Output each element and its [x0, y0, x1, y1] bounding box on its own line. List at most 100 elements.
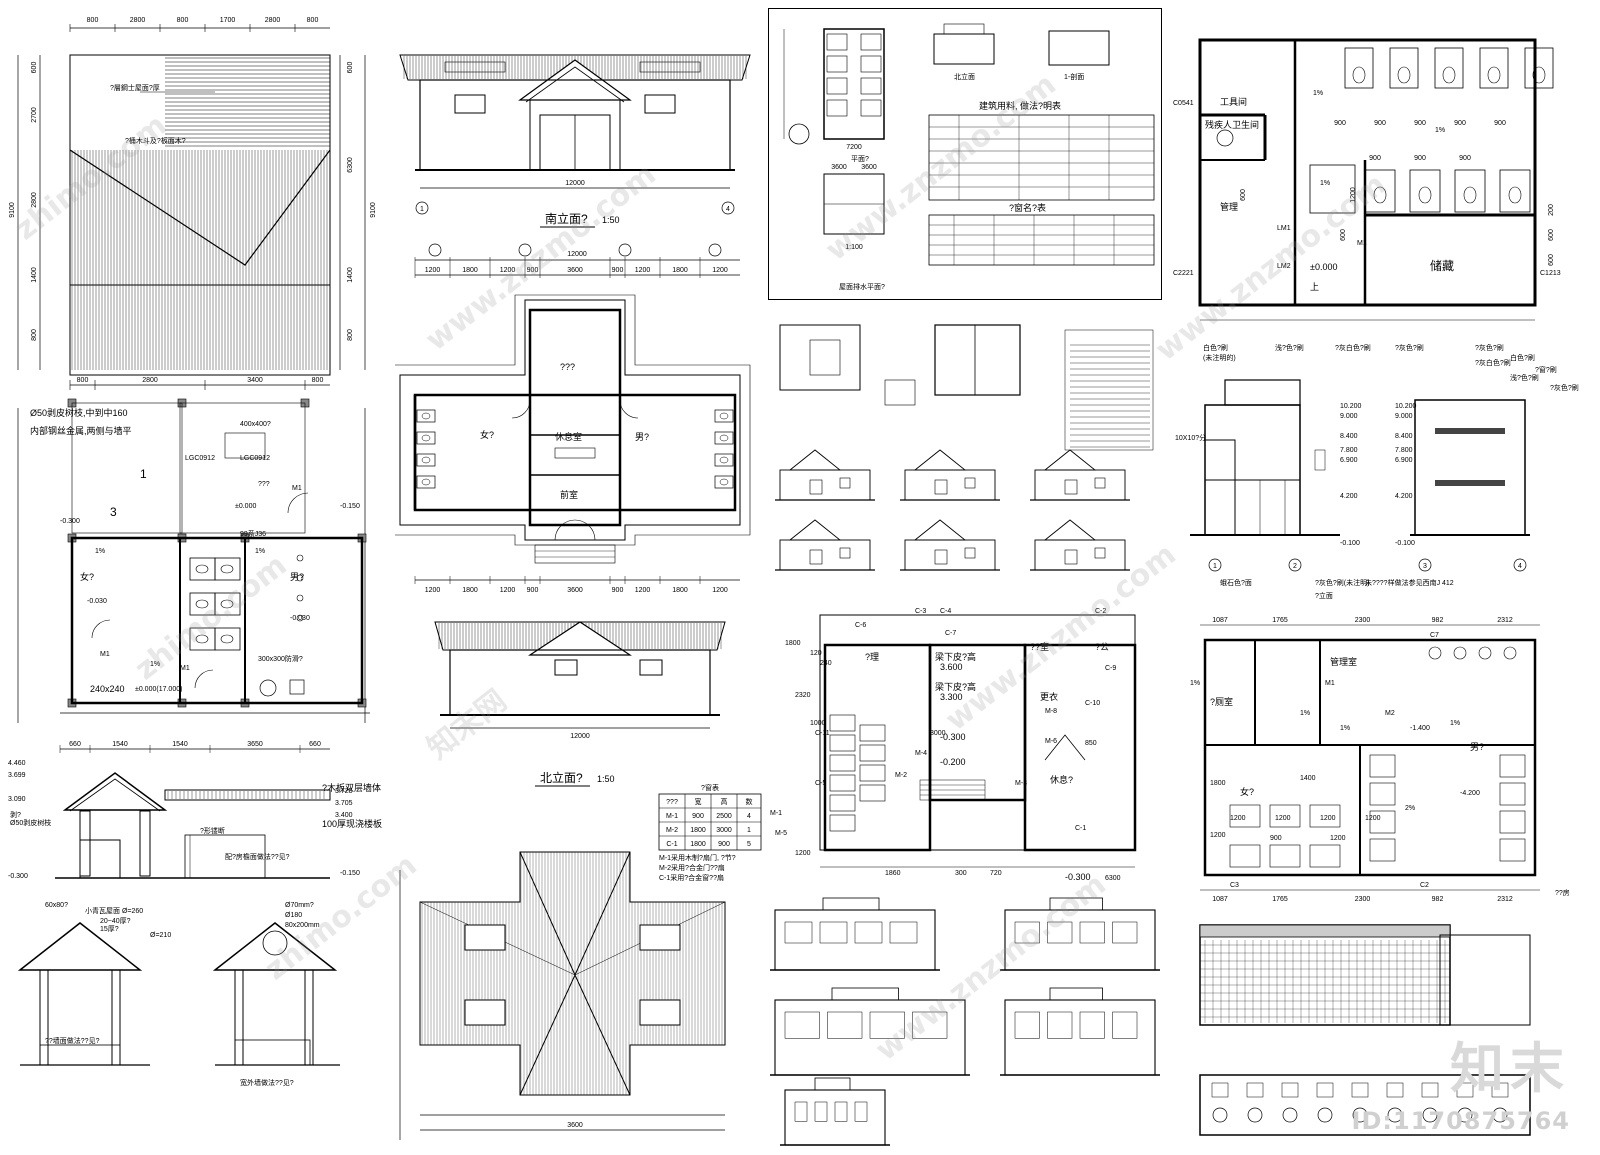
roof-center-dim: 3600 [567, 1122, 583, 1129]
prm-label-18: 1200 [1210, 832, 1226, 839]
pm-label-12: C-6 [855, 622, 866, 629]
sl-level-5: 3.400 [335, 812, 353, 819]
rl-dim-right-2: 1400 [347, 267, 354, 283]
er-note-2: ?灰白色?刷 [1335, 343, 1371, 352]
north-elev-title: 北立面? [540, 770, 583, 785]
ptr-pm: ±0.000 [1310, 262, 1337, 272]
plan-left-1pct-b: 1% [255, 548, 265, 555]
er-level-10: 7.800 [1395, 447, 1413, 454]
prm-label-19: 900 [1270, 835, 1282, 842]
er-note-15: ?立面 [1315, 591, 1333, 600]
pm-lvl-1: 3.600 [940, 662, 963, 672]
rl-dim-top-3: 1700 [220, 17, 236, 24]
small-note-1: 小青瓦屋面 Ø=260 [85, 906, 143, 915]
er-level-1: 9.000 [1340, 413, 1358, 420]
south-elevation-drawing: 12000 1 4 南立面? 1:50 [399, 54, 751, 228]
elevation-right-drawing: 白色?刷浅?色?刷?灰白色?刷?灰色?刷蛾石色?面10X10?分(未注明的)?灰… [1175, 343, 1579, 600]
prm-room-wc: ?厕室 [1210, 696, 1233, 707]
pm-room-change: 更衣 [1040, 691, 1058, 702]
er-level-4: 6.900 [1340, 457, 1358, 464]
prm-label-6: 1% [1300, 710, 1310, 717]
sections-bottom-right [1170, 905, 1600, 1155]
dt-cell-2-0: C-1 [666, 841, 677, 848]
st-dim-a: 3600 [831, 164, 847, 171]
dt-cell-2-3: 5 [747, 841, 751, 848]
rl-dim-top-5: 800 [307, 17, 319, 24]
er-level-8: 9.000 [1395, 413, 1413, 420]
pm-dim-10: 120 [810, 650, 822, 657]
plan-left-note-3: 400x400? [240, 421, 271, 428]
er-level-7: 10.200 [1395, 403, 1417, 410]
er-note-6: (未注明的) [1203, 353, 1236, 362]
prm-label-11: 1200 [1230, 815, 1246, 822]
section-note-5: 剥? [10, 810, 21, 819]
svg-text:4: 4 [726, 206, 730, 213]
pc-total: 12000 [567, 251, 587, 258]
er-note-11: 浅?色?刷 [1510, 373, 1539, 382]
pm-room-office: ?公 [1095, 642, 1109, 652]
room-women: 女? [480, 429, 494, 440]
pc-dim-bot-3: 900 [527, 587, 539, 594]
pc-dim-bot-8: 1200 [712, 587, 728, 594]
room-men: 男? [635, 432, 649, 442]
er-axis-3: 4 [1518, 563, 1522, 570]
pc-dim-bot-2: 1200 [500, 587, 516, 594]
er-note-5: 10X10?分 [1175, 433, 1206, 442]
dt-cell-1-2: 3000 [716, 827, 732, 834]
door-note-3: C-1采用?合金窗??扇 [659, 873, 724, 882]
pm-room-beam1: 梁下皮?高 [935, 651, 976, 662]
south-elev-title: 南立面? [545, 211, 588, 226]
plan-left-men: 男? [290, 572, 304, 582]
er-axis-1: 2 [1293, 563, 1297, 570]
section-note-2: 100厚现浇楼板 [322, 818, 382, 829]
ptr-room-up: 上 [1310, 282, 1319, 292]
prm-dim-bot-3: 982 [1432, 896, 1444, 903]
plan-left-l03: -0.300 [60, 518, 80, 525]
pm-dim-8: 300 [955, 870, 967, 877]
pm-dim-9: 720 [990, 870, 1002, 877]
small-sections: 小青瓦屋面 Ø=260 20~40厚? 15厚? Ø=210 60x80? Ø7… [0, 895, 385, 1155]
ptr-dim-row2-0: 900 [1369, 155, 1381, 162]
pc-dim-top-4: 3600 [567, 267, 583, 274]
er-level-3: 7.800 [1340, 447, 1358, 454]
prm-label-16: -1.400 [1410, 725, 1430, 732]
er-note-7: ?灰色?刷 [1475, 343, 1504, 352]
prm-room-x: ??房 [1555, 888, 1570, 897]
ptr-c0541: C0541 [1173, 100, 1194, 107]
pm-label-14: C-9 [1105, 665, 1116, 672]
south-elev-scale: 1:50 [602, 215, 620, 225]
pm-label-15: C-10 [1085, 700, 1100, 707]
prm-label-2: C2 [1420, 882, 1429, 889]
prm-label-10: 1800 [1210, 780, 1226, 787]
ptr-dim-row1-4: 900 [1494, 120, 1506, 127]
pc-dim-bot-7: 1800 [672, 587, 688, 594]
small-note-3: 15厚? [100, 925, 119, 933]
rl-dim-bot-2: 3400 [247, 377, 263, 384]
pm-label-1: M-2 [895, 772, 907, 779]
pm-dim-7: 1860 [885, 870, 901, 877]
dt-head-3: 数 [746, 797, 753, 806]
dt-cell-2-1: 1800 [690, 841, 706, 848]
plan-left-240: 240x240 [90, 684, 125, 694]
small-note-2: 20~40厚? [100, 917, 131, 925]
prm-label-3: M1 [1325, 680, 1335, 687]
dt-cell-0-1: 900 [692, 813, 704, 820]
prm-room-women: 女? [1240, 786, 1254, 797]
er-axis-0: 1 [1213, 563, 1217, 570]
plan-left-m1a: M1 [292, 485, 302, 492]
er-note-4: 蛾石色?面 [1220, 578, 1252, 587]
prm-label-15: 1400 [1300, 775, 1316, 782]
pm-label-11: C-5 [815, 780, 826, 787]
ptr-room-tools: 工具间 [1220, 96, 1247, 107]
dt-cell-1-0: M-2 [666, 827, 678, 834]
er-level-2: 8.400 [1340, 433, 1358, 440]
plan-left-lgc2: LGC0912 [240, 455, 270, 462]
section-note-1: ?木板双层墙体 [322, 782, 381, 793]
dt-cell-2-2: 900 [718, 841, 730, 848]
er-note-8: 白色?刷 [1510, 353, 1535, 362]
